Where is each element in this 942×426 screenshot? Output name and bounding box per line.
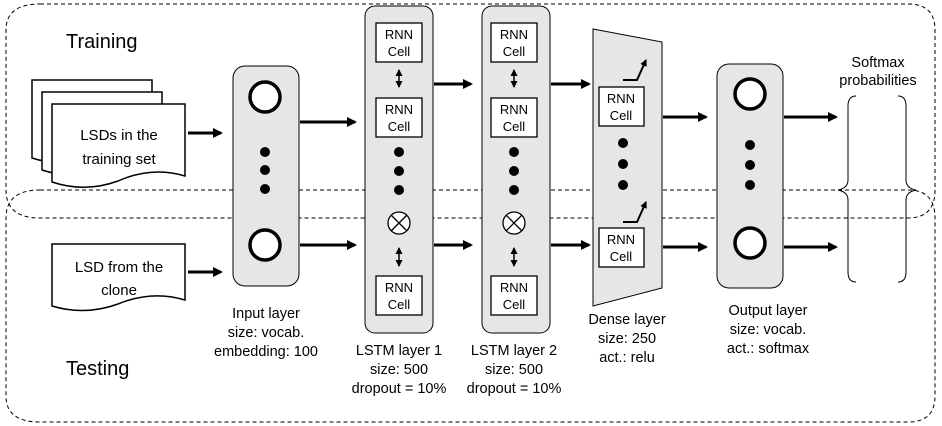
lstm1-cell2-label-a: RNN <box>385 102 413 117</box>
lstm2-cell2-label-a: RNN <box>500 102 528 117</box>
softmax-title-line-2: probabilities <box>839 73 916 89</box>
dense-cell2-label-b: Cell <box>610 249 633 264</box>
lstm1-cell3-label-a: RNN <box>385 280 413 295</box>
training-label: Training <box>66 31 138 53</box>
lstm2-cell3-label-a: RNN <box>500 280 528 295</box>
testing-doc-line-2: clone <box>101 282 137 299</box>
lstm2-size: size: 500 <box>485 362 543 378</box>
lstm1-title: LSTM layer 1 <box>356 343 442 359</box>
softmax-left-brace <box>837 95 857 283</box>
input-layer-title: Input layer <box>232 306 300 322</box>
lstm1-dropout: dropout = 10% <box>352 381 447 397</box>
training-doc-line-2: training set <box>82 151 156 168</box>
input-layer-size: size: vocab. <box>228 325 305 341</box>
dense-title: Dense layer <box>588 312 666 328</box>
testing-region-outline <box>5 189 936 423</box>
training-documents: LSDs in the training set <box>31 79 186 188</box>
lstm1-cell1-label-b: Cell <box>388 44 411 59</box>
output-layer <box>716 63 784 289</box>
lstm2-cell1-label-b: Cell <box>503 44 526 59</box>
training-doc-line-1: LSDs in the <box>80 127 158 144</box>
dense-cell1-label-b: Cell <box>610 108 633 123</box>
lstm1-cell3-label-b: Cell <box>388 297 411 312</box>
lstm1-cell1-label-a: RNN <box>385 27 413 42</box>
output-layer-title: Output layer <box>729 303 808 319</box>
softmax-title-line-1: Softmax <box>851 55 905 71</box>
dense-activation: act.: relu <box>599 350 655 366</box>
lstm-layer-2: RNN Cell RNN Cell RNN Cell <box>481 5 551 334</box>
dense-layer: RNN Cell RNN Cell <box>592 28 663 307</box>
softmax-right-brace <box>897 95 917 283</box>
input-layer <box>232 65 300 287</box>
input-layer-embedding: embedding: 100 <box>214 344 318 360</box>
lstm2-cell2-label-b: Cell <box>503 119 526 134</box>
training-region-outline <box>5 3 936 219</box>
dense-size: size: 250 <box>598 331 656 347</box>
output-layer-activation: act.: softmax <box>727 341 810 357</box>
testing-doc-line-1: LSD from the <box>75 259 163 276</box>
testing-label: Testing <box>66 358 129 380</box>
lstm2-title: LSTM layer 2 <box>471 343 557 359</box>
lstm1-cell2-label-b: Cell <box>388 119 411 134</box>
lstm1-size: size: 500 <box>370 362 428 378</box>
output-layer-size: size: vocab. <box>730 322 807 338</box>
dense-cell1-label-a: RNN <box>607 91 635 106</box>
lstm2-cell3-label-b: Cell <box>503 297 526 312</box>
lstm-layer-1: RNN Cell RNN Cell RNN Cell <box>364 5 434 334</box>
lstm2-dropout: dropout = 10% <box>467 381 562 397</box>
testing-document: LSD from the clone <box>51 243 186 312</box>
dense-cell2-label-a: RNN <box>607 232 635 247</box>
lstm2-cell1-label-a: RNN <box>500 27 528 42</box>
